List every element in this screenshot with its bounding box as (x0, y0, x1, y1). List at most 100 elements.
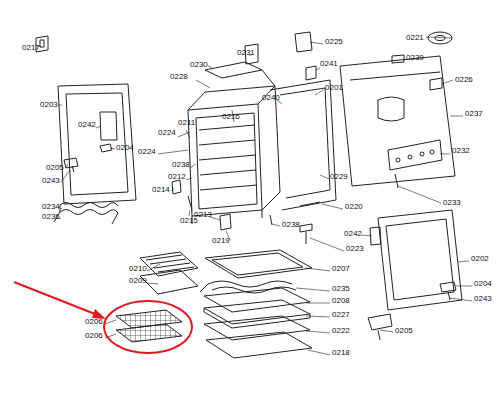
callout-number: 0232 (452, 146, 470, 155)
screw (270, 215, 272, 225)
cavity-feet (192, 210, 262, 224)
callout-number: 0207 (332, 264, 350, 273)
callout-number: 0219 (212, 236, 230, 245)
callout-number: 0208 (332, 296, 350, 305)
callout-number: 0240 (262, 93, 280, 102)
callout-number: 0227 (332, 310, 350, 319)
callout-number: 0234 (42, 202, 60, 211)
callout-number: 0212 (168, 172, 186, 181)
callout-number: 0214 (152, 185, 170, 194)
bottom-cover (204, 316, 310, 340)
cavity-front (188, 104, 262, 216)
callout-number: 0217 (22, 43, 40, 52)
callout-number: 0242 (344, 229, 362, 238)
bake-element (54, 203, 118, 225)
callout-number: 0235 (332, 284, 350, 293)
back-panel-opening (378, 97, 404, 121)
oven-bottom-inner (212, 253, 303, 275)
highlight-ellipse (104, 301, 192, 353)
terminal-block (430, 78, 442, 90)
callout-number: 0224 (138, 147, 156, 156)
callout-number: 0209 (129, 276, 147, 285)
oven-bottom (205, 250, 312, 278)
callout-number: 0224 (158, 128, 176, 137)
callout-number: 0201 (325, 83, 343, 92)
callout-number: 0206 (85, 331, 103, 340)
callout-number: 0210 (129, 264, 147, 273)
callout-number: 0239 (406, 53, 424, 62)
callout-number: 0231 (237, 48, 255, 57)
callout-number: 0238 (282, 220, 300, 229)
callout-number: 0229 (330, 172, 348, 181)
callout-number: 0223 (346, 244, 364, 253)
rack-supports (199, 125, 257, 190)
callout-number: 0206 (85, 317, 103, 326)
callout-number: 0226 (455, 75, 473, 84)
callout-number: 0216 (222, 112, 240, 121)
callout-number: 0243 (474, 294, 492, 303)
door-frame (58, 84, 136, 204)
lamp (172, 180, 181, 194)
cavity-opening (196, 113, 257, 209)
callout-number: 0211 (178, 118, 195, 127)
callout-number: 0242 (78, 120, 96, 129)
screw (188, 196, 192, 210)
callout-number: 0213 (194, 210, 212, 219)
terminal (408, 155, 412, 159)
callout-number: 0237 (465, 109, 483, 118)
terminal (430, 150, 434, 154)
terminal (396, 158, 400, 162)
callout-number: 0243 (42, 176, 60, 185)
callout-number: 0204 (474, 279, 492, 288)
callout-number: 0241 (320, 59, 338, 68)
callout-number: 0225 (325, 37, 343, 46)
callout-number: 0218 (332, 348, 350, 357)
clip (392, 55, 404, 63)
leader-lines (36, 37, 472, 355)
callout-number: 0205 (395, 326, 413, 335)
callout-number: 0205 (46, 163, 64, 172)
callout-number: 0236 (42, 212, 60, 221)
hinge-pin (440, 282, 456, 300)
callout-number: 0221 (406, 33, 424, 42)
top-bracket (295, 32, 312, 52)
side-panel (270, 80, 336, 210)
door-frame (378, 210, 462, 310)
door-glass-clip (100, 112, 117, 140)
hinge (64, 158, 78, 172)
callout-number: 0203 (40, 100, 58, 109)
terminal-bar (388, 140, 442, 170)
screw (395, 174, 398, 188)
broil-pan (140, 270, 198, 294)
callout-number: 0233 (443, 198, 461, 207)
broil-pan-slots (146, 255, 194, 272)
top-duct (205, 62, 262, 78)
fan-hub (435, 36, 445, 41)
callout-number: 0230 (190, 60, 208, 69)
broil-pan-grid (140, 252, 198, 276)
sensor-block (220, 214, 231, 230)
terminal (420, 152, 424, 156)
back-panel (340, 56, 455, 186)
callout-number: 0238 (172, 160, 190, 169)
switch (306, 66, 316, 80)
callout-number: 0220 (345, 202, 363, 211)
insulation (280, 88, 330, 198)
oven-rack (116, 324, 182, 342)
callout-number: 0202 (471, 254, 489, 263)
bottom-plate (206, 332, 312, 358)
callout-number: 0228 (170, 72, 188, 81)
leveling-leg (300, 224, 312, 244)
oven-rack (116, 310, 182, 328)
callout-number: 0222 (332, 326, 350, 335)
insulation-pad (204, 300, 310, 328)
back-panel-rib (350, 72, 440, 80)
hinge (368, 314, 392, 340)
callout-number: 0204 (116, 143, 134, 152)
reflector (204, 288, 310, 312)
door-inner (386, 219, 454, 300)
cavity-body (188, 86, 280, 210)
highlight-arrow (14, 282, 100, 316)
probe (300, 202, 320, 206)
